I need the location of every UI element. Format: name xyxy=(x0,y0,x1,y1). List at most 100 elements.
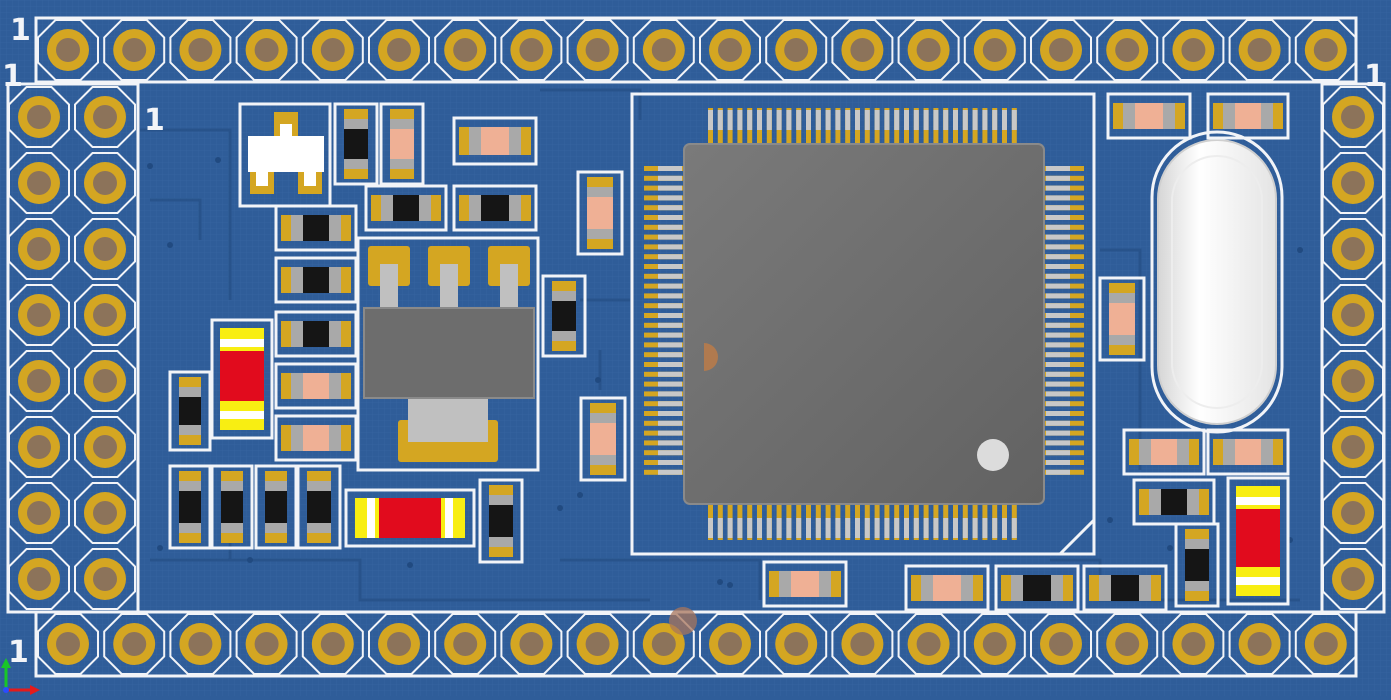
smd-passive[interactable] xyxy=(1106,92,1192,140)
header-pin-top[interactable] xyxy=(301,19,364,81)
voltage-regulator[interactable] xyxy=(356,236,540,472)
smd-passive[interactable] xyxy=(452,116,538,166)
header-pin-left-inner[interactable] xyxy=(74,284,136,346)
header-pin-bottom[interactable] xyxy=(963,613,1026,675)
smd-capacitor[interactable] xyxy=(254,464,298,550)
header-pin-right[interactable] xyxy=(1322,284,1384,346)
smd-capacitor[interactable] xyxy=(296,464,342,550)
header-pin-bottom[interactable] xyxy=(765,613,828,675)
smd-passive[interactable] xyxy=(274,362,358,410)
header-pin-top[interactable] xyxy=(103,19,166,81)
smd-passive[interactable] xyxy=(379,102,425,186)
header-pin-top[interactable] xyxy=(368,19,430,81)
header-pin-bottom[interactable] xyxy=(699,613,761,675)
header-pin-top[interactable] xyxy=(169,19,232,81)
header-pin-bottom[interactable] xyxy=(37,613,99,675)
header-pin-top[interactable] xyxy=(765,19,828,81)
header-pin-bottom[interactable] xyxy=(897,613,960,675)
header-pin-top[interactable] xyxy=(1294,19,1357,81)
crystal-oscillator[interactable] xyxy=(1150,130,1284,434)
header-pin-left-inner[interactable] xyxy=(74,416,136,478)
smd-capacitor[interactable] xyxy=(168,370,212,452)
header-pin-right[interactable] xyxy=(1322,548,1384,610)
smd-capacitor[interactable] xyxy=(478,478,524,564)
header-pin-top[interactable] xyxy=(1228,19,1291,81)
header-pin-bottom[interactable] xyxy=(169,613,232,675)
header-pin-bottom[interactable] xyxy=(103,613,166,675)
smd-capacitor[interactable] xyxy=(274,256,358,304)
header-pin-top[interactable] xyxy=(37,19,99,81)
smd-resistor[interactable] xyxy=(210,318,274,440)
smd-capacitor[interactable] xyxy=(210,464,254,550)
header-pin-bottom[interactable] xyxy=(632,613,695,675)
header-pin-top[interactable] xyxy=(1096,19,1159,81)
header-pin-right[interactable] xyxy=(1322,86,1384,148)
smd-passive[interactable] xyxy=(1098,276,1146,362)
header-pin-top[interactable] xyxy=(1162,19,1225,81)
header-pin-top[interactable] xyxy=(897,19,960,81)
header-pin-left-outer[interactable] xyxy=(8,86,70,148)
header-pin-top[interactable] xyxy=(500,19,563,81)
smd-passive[interactable] xyxy=(1206,428,1290,476)
smd-passive[interactable] xyxy=(576,170,624,256)
header-pin-top[interactable] xyxy=(699,19,761,81)
header-pin-left-outer[interactable] xyxy=(8,482,70,544)
header-pin-left-inner[interactable] xyxy=(74,548,136,610)
header-pin-bottom[interactable] xyxy=(301,613,364,675)
header-pin-bottom[interactable] xyxy=(1030,613,1092,675)
smd-capacitor[interactable] xyxy=(1132,478,1216,526)
header-pin-left-outer[interactable] xyxy=(8,350,70,412)
smd-capacitor[interactable] xyxy=(168,464,212,550)
header-pin-top[interactable] xyxy=(831,19,894,81)
smd-capacitor[interactable] xyxy=(994,564,1080,612)
header-pin-bottom[interactable] xyxy=(1162,613,1225,675)
header-pin-top[interactable] xyxy=(963,19,1026,81)
header-pin-left-inner[interactable] xyxy=(74,350,136,412)
header-pin-left-inner[interactable] xyxy=(74,152,136,214)
header-pin-top[interactable] xyxy=(1030,19,1092,81)
header-pin-bottom[interactable] xyxy=(434,613,497,675)
header-pin-bottom[interactable] xyxy=(500,613,563,675)
smd-capacitor[interactable] xyxy=(1082,564,1168,612)
header-pin-bottom[interactable] xyxy=(1228,613,1291,675)
header-pin-top[interactable] xyxy=(566,19,629,81)
header-pin-left-inner[interactable] xyxy=(74,86,136,148)
header-pin-left-inner[interactable] xyxy=(74,218,136,280)
smd-capacitor[interactable] xyxy=(274,310,358,358)
smd-passive[interactable] xyxy=(904,564,990,612)
header-pin-right[interactable] xyxy=(1322,152,1384,214)
smd-capacitor[interactable] xyxy=(364,184,448,232)
header-pin-left-outer[interactable] xyxy=(8,218,70,280)
header-pin-bottom[interactable] xyxy=(1096,613,1159,675)
header-pin-bottom[interactable] xyxy=(1294,613,1357,675)
smd-capacitor[interactable] xyxy=(1174,522,1220,608)
smd-passive[interactable] xyxy=(1206,92,1290,140)
header-pin-top[interactable] xyxy=(434,19,497,81)
header-pin-left-outer[interactable] xyxy=(8,284,70,346)
header-pin-bottom[interactable] xyxy=(368,613,430,675)
header-pin-left-outer[interactable] xyxy=(8,416,70,478)
smd-resistor[interactable] xyxy=(1226,476,1290,606)
header-pin-top[interactable] xyxy=(632,19,695,81)
header-pin-left-inner[interactable] xyxy=(74,482,136,544)
smd-capacitor[interactable] xyxy=(452,184,538,232)
mcu-lqfp-chip[interactable] xyxy=(630,92,1096,556)
header-pin-bottom[interactable] xyxy=(235,613,298,675)
smd-capacitor[interactable] xyxy=(274,204,358,252)
smd-passive[interactable] xyxy=(762,560,848,608)
header-pin-bottom[interactable] xyxy=(566,613,629,675)
header-pin-right[interactable] xyxy=(1322,416,1384,478)
header-pin-left-outer[interactable] xyxy=(8,152,70,214)
header-pin-right[interactable] xyxy=(1322,218,1384,280)
header-pin-right[interactable] xyxy=(1322,482,1384,544)
smd-resistor[interactable] xyxy=(344,488,476,548)
smd-passive[interactable] xyxy=(579,396,627,482)
smd-capacitor[interactable] xyxy=(541,274,587,358)
header-pin-left-outer[interactable] xyxy=(8,548,70,610)
smd-passive[interactable] xyxy=(274,414,358,462)
header-pin-top[interactable] xyxy=(235,19,298,81)
smd-passive[interactable] xyxy=(1122,428,1206,476)
smd-capacitor[interactable] xyxy=(333,102,379,186)
header-pin-bottom[interactable] xyxy=(831,613,894,675)
header-pin-right[interactable] xyxy=(1322,350,1384,412)
